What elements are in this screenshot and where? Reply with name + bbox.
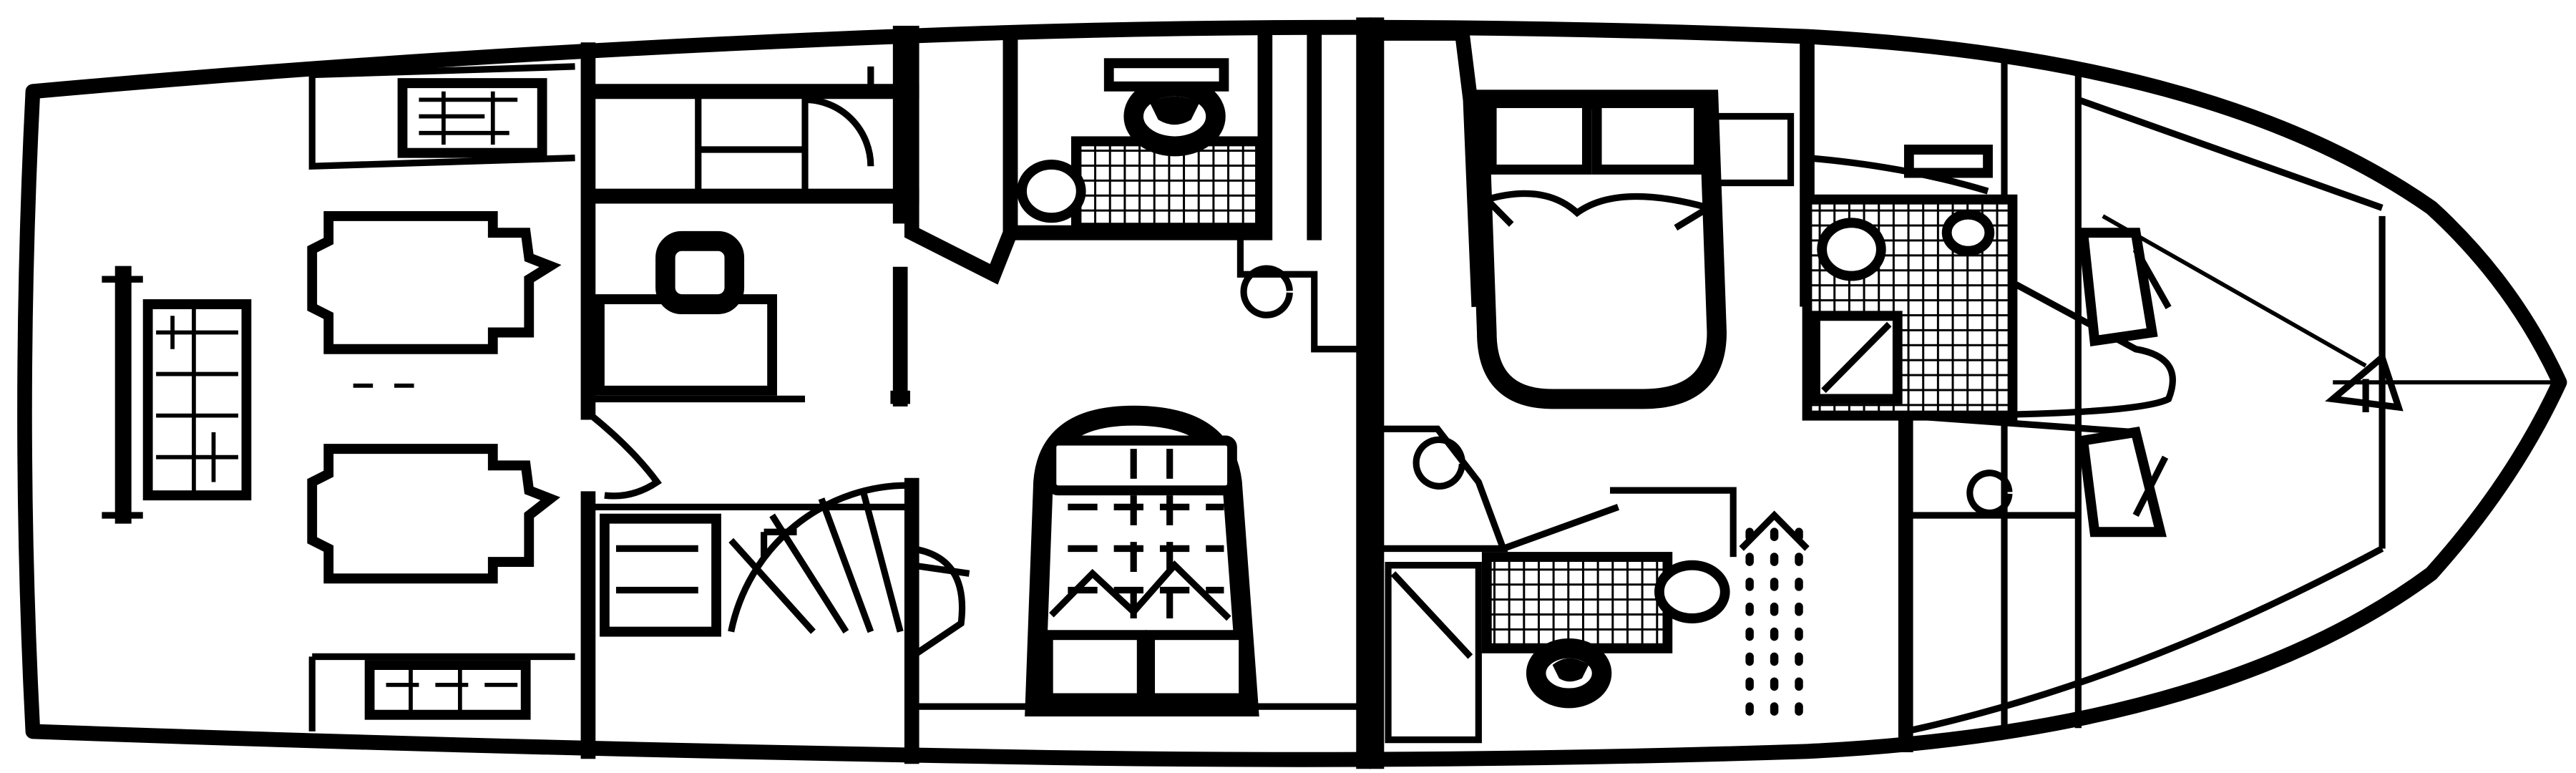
forepeak: [2102, 214, 2560, 412]
engine-room: [102, 63, 575, 731]
galley-saloon: [584, 26, 1364, 764]
aft-stateroom: [1025, 405, 1259, 717]
forward-cabin: [1802, 96, 2384, 735]
forward-head: [1385, 487, 1810, 744]
engine-starboard: [307, 444, 561, 584]
master-stateroom: [1372, 26, 1795, 553]
engine-port: [307, 210, 562, 354]
aft-head: [1002, 26, 1364, 353]
